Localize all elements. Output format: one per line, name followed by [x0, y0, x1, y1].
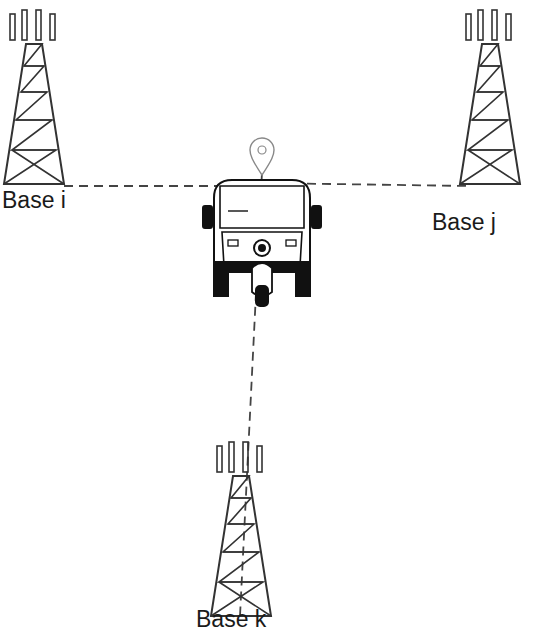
signal-line — [64, 172, 470, 616]
tower-k — [211, 442, 271, 616]
base-label: Base k — [196, 607, 266, 632]
base-label: Base i — [2, 188, 66, 213]
base-label: Base j — [432, 210, 496, 235]
vehicle — [203, 138, 321, 306]
tower-j — [460, 10, 520, 184]
tower-i — [4, 10, 64, 184]
